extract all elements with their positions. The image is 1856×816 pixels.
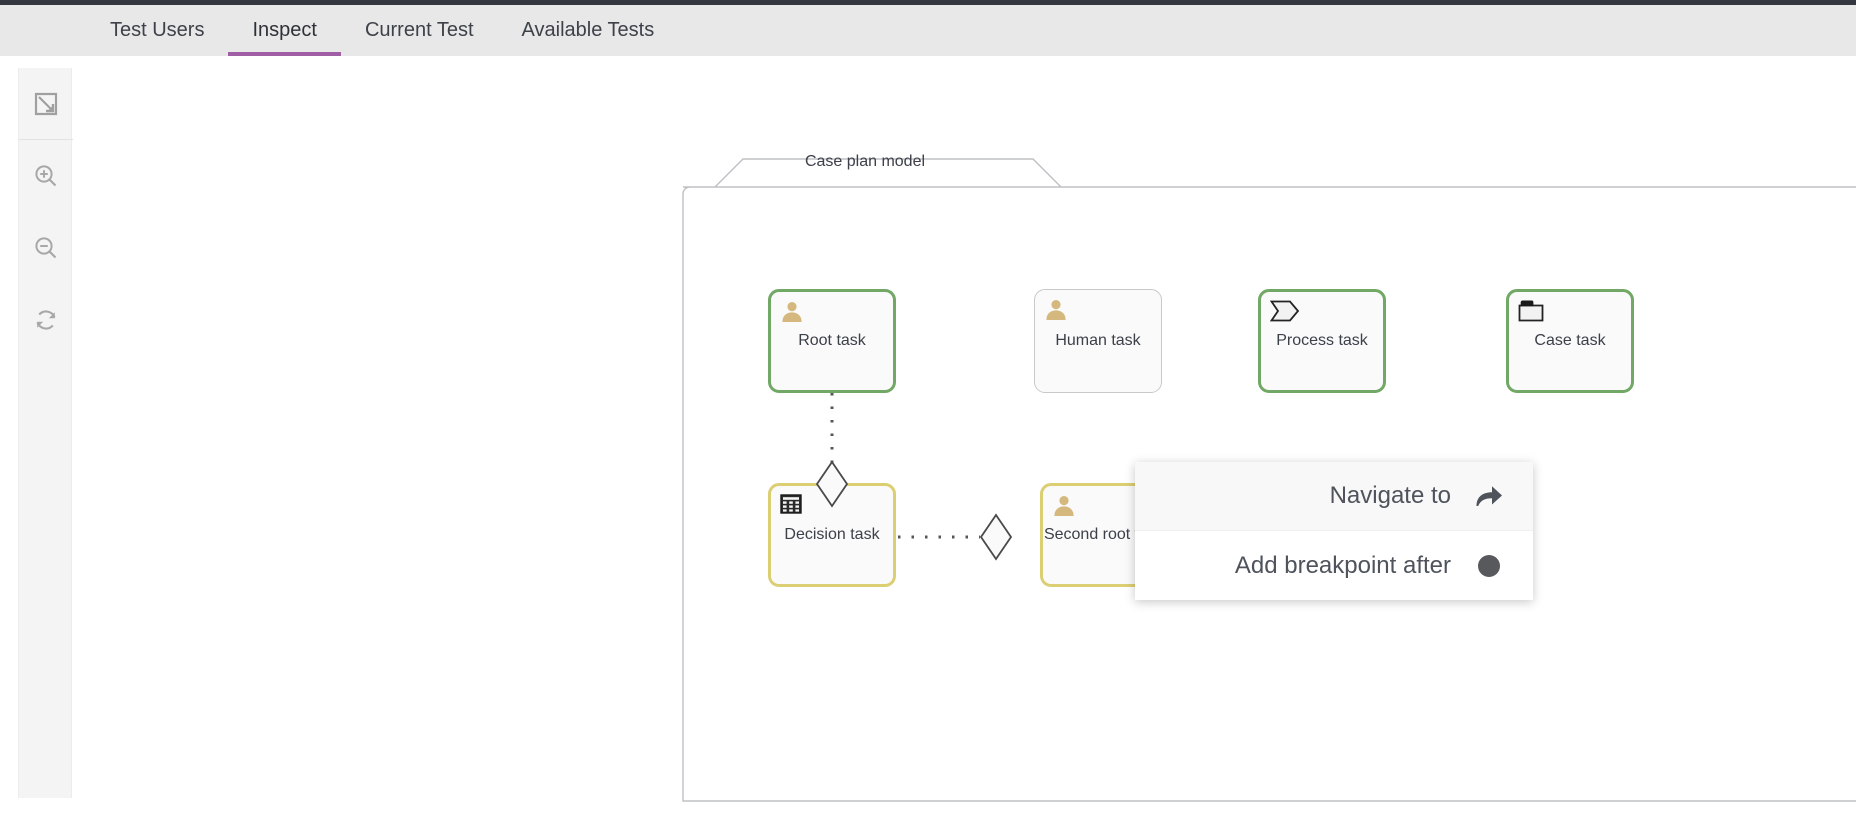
decision-icon	[780, 494, 808, 520]
fit-to-screen-button[interactable]	[19, 68, 73, 140]
share-arrow-icon	[1473, 480, 1505, 512]
diagram-canvas[interactable]: Case plan model Root task	[80, 56, 1856, 816]
tab-inspect[interactable]: Inspect	[228, 5, 341, 56]
case-plan-model-stage[interactable]: Case plan model	[675, 139, 1856, 809]
tab-available-tests[interactable]: Available Tests	[498, 5, 679, 56]
tab-label: Available Tests	[521, 19, 655, 41]
node-case-task[interactable]: Case task	[1506, 289, 1634, 393]
person-icon	[1044, 298, 1072, 324]
refresh-icon	[32, 306, 60, 334]
tab-label: Current Test	[364, 19, 474, 41]
process-icon	[1270, 300, 1300, 326]
tab-label: Test Users	[110, 19, 205, 41]
context-menu-item-label: Add breakpoint after	[1234, 551, 1451, 579]
node-label: Process task	[1276, 332, 1368, 350]
context-menu-item-navigate-to[interactable]: Navigate to	[1135, 462, 1533, 531]
tab-test-users[interactable]: Test Users	[86, 5, 228, 56]
context-menu-item-label: Navigate to	[1329, 482, 1451, 509]
tab-underline	[228, 52, 341, 56]
context-menu-item-add-breakpoint-after[interactable]: Add breakpoint after	[1135, 531, 1533, 600]
main-tabbar: Test Users Inspect Current Test Availabl…	[0, 5, 1856, 56]
diagram-toolbar	[18, 68, 73, 798]
node-decision-task[interactable]: Decision task	[768, 483, 896, 587]
node-context-menu[interactable]: Navigate to Add breakpoint after	[1135, 462, 1533, 600]
zoom-out-button[interactable]	[19, 212, 73, 284]
zoom-in-icon	[32, 162, 60, 190]
window-top-strip	[0, 0, 1856, 5]
case-icon	[1518, 300, 1546, 326]
person-icon	[1052, 494, 1080, 520]
node-root-task[interactable]: Root task	[768, 289, 896, 393]
tab-current-test[interactable]: Current Test	[341, 5, 498, 56]
tab-label: Inspect	[252, 19, 317, 41]
stage-outline	[682, 158, 1856, 802]
node-label: Case task	[1534, 332, 1606, 350]
zoom-out-icon	[32, 234, 60, 262]
node-label: Decision task	[784, 526, 880, 544]
node-process-task[interactable]: Process task	[1258, 289, 1386, 393]
breakpoint-dot-icon	[1473, 550, 1505, 582]
node-label: Human task	[1055, 332, 1141, 350]
stage-label: Case plan model	[804, 153, 926, 170]
fit-to-screen-icon	[32, 90, 60, 118]
zoom-in-button[interactable]	[19, 140, 73, 212]
refresh-button[interactable]	[19, 284, 73, 356]
person-icon	[780, 300, 808, 326]
node-label: Root task	[798, 332, 866, 350]
node-human-task[interactable]: Human task	[1034, 289, 1162, 393]
